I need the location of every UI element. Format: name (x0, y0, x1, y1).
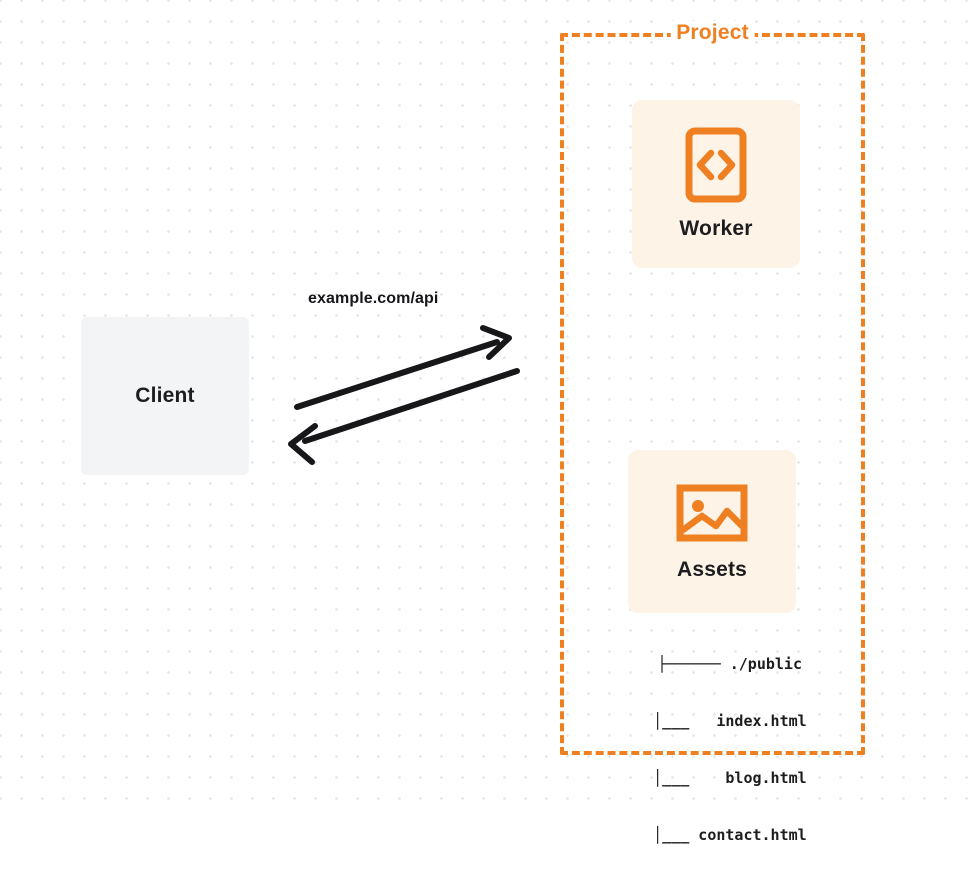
assets-node-label: Assets (676, 557, 748, 581)
image-picture-icon (676, 484, 748, 541)
file-tree: ├────── ./public │___ index.html │___ bl… (608, 617, 807, 883)
worker-node[interactable]: Worker (632, 100, 800, 268)
client-node-label: Client (135, 384, 195, 407)
request-arrow-icon (294, 325, 512, 410)
assets-node[interactable]: Assets (628, 450, 796, 613)
file-tree-row-blog: │___ blog.html (608, 769, 807, 787)
project-container: Project (560, 21, 865, 755)
code-brackets-icon (685, 127, 747, 203)
file-tree-row-index: │___ index.html (608, 712, 807, 730)
file-tree-row-root: ├────── ./public (657, 655, 803, 673)
worker-node-label: Worker (679, 217, 753, 240)
connection-label: example.com/api (308, 290, 439, 307)
diagram-canvas: Client example.com/api Project Worker (0, 0, 980, 844)
client-node[interactable]: Client (81, 317, 249, 475)
file-tree-row-contact: │___ contact.html (608, 826, 807, 844)
project-container-title: Project (670, 21, 755, 45)
response-arrow-icon (288, 368, 520, 465)
